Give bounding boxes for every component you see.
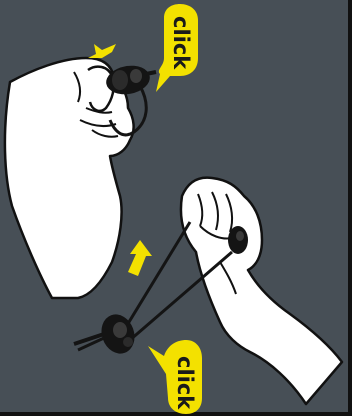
- click-label-bottom: click: [173, 356, 197, 410]
- arrow-left-icon: [88, 44, 116, 58]
- bottom-hand: [181, 178, 342, 404]
- click-callout-bottom: click: [148, 340, 202, 414]
- click-label-top: click: [169, 16, 193, 70]
- earbud-icon: [228, 226, 248, 254]
- earbud-icon: [74, 310, 140, 359]
- arrow-up-icon: [128, 240, 152, 276]
- click-callout-top: click: [156, 4, 198, 92]
- top-hand: [5, 58, 134, 298]
